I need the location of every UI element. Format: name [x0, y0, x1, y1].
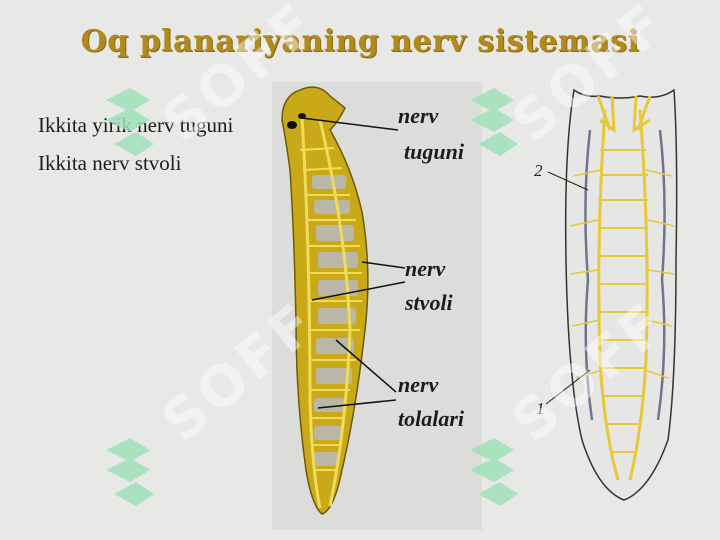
label-number-2: 2 — [534, 161, 543, 180]
planaria-body-image — [272, 82, 482, 530]
bullet-item: Ikkita nerv stvoli — [38, 151, 182, 175]
label-fibers-line2: tolalari — [398, 406, 465, 431]
planaria-schematic — [545, 88, 678, 501]
watermark-logo-icon — [106, 88, 154, 156]
label-ganglion-line1: nerv — [398, 103, 439, 128]
label-ganglion-line2: tuguni — [404, 139, 465, 164]
label-fibers-line1: nerv — [398, 372, 439, 397]
watermark-logo-icon — [470, 438, 518, 506]
label-trunk-line1: nerv — [405, 256, 446, 281]
watermark-logo-icon — [106, 438, 154, 506]
pointer-lines — [301, 117, 406, 409]
slide-title: Oq planariyaning nerv sistemasi — [80, 24, 640, 59]
label-number-1: 1 — [536, 399, 545, 418]
label-trunk-line2: stvoli — [404, 290, 454, 315]
watermark-logo-icon — [470, 88, 518, 156]
